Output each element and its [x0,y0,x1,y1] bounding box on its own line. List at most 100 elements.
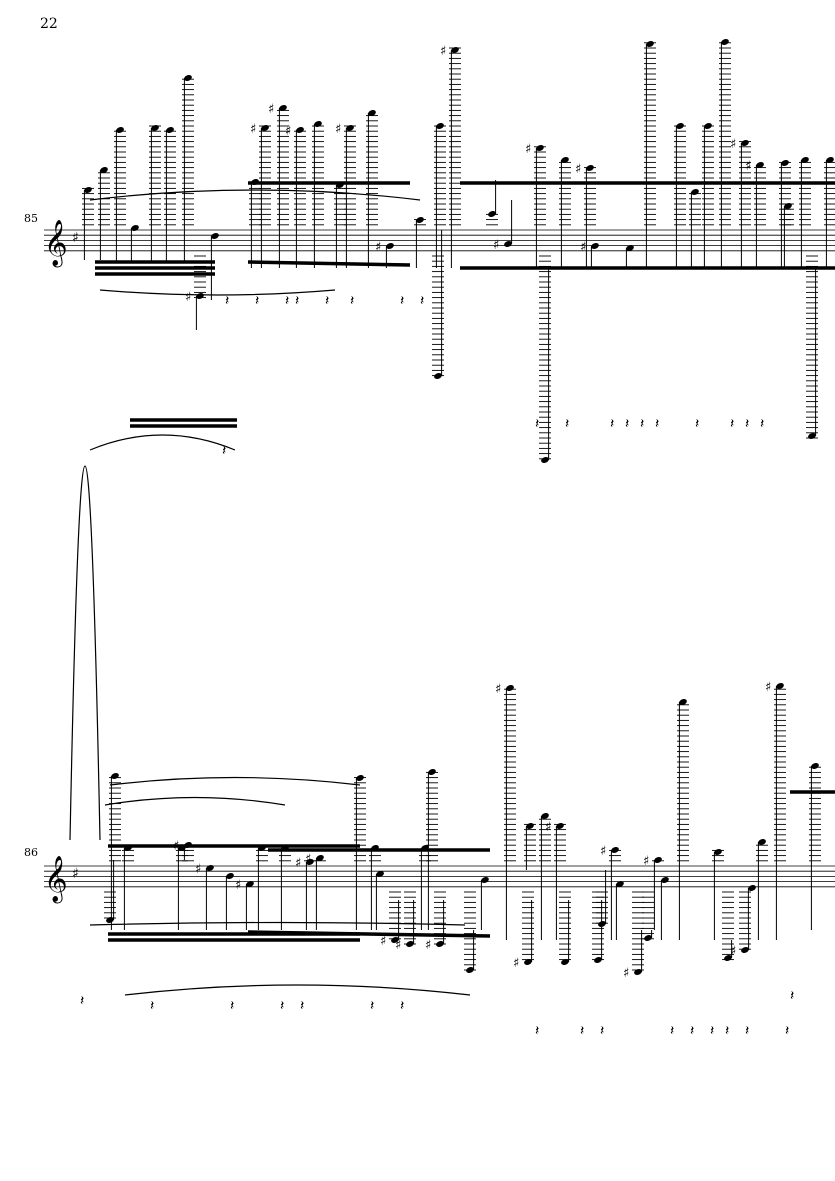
sharp-accidental-icon: ♯ [643,854,649,869]
note-head [356,775,364,781]
note-head [654,857,662,863]
note-head [451,47,459,53]
sharp-accidental-icon: ♯ [185,290,191,305]
page-number: 22 [40,16,58,32]
quarter-rest-icon: 𝄽 [690,1023,694,1039]
note-head [314,121,322,127]
quarter-rest-icon: 𝄽 [400,998,404,1014]
sharp-accidental-icon: ♯ [730,137,736,152]
quarter-rest-icon: 𝄽 [300,998,304,1014]
note-head [781,160,789,166]
slur [89,921,466,926]
note-head [758,839,766,845]
note-head [784,203,792,209]
note-head [524,959,532,965]
note-head [436,123,444,129]
sharp-accidental-icon: ♯ [425,938,431,953]
sharp-accidental-icon: ♯ [440,44,446,59]
note-head [481,877,489,883]
note-head [646,41,654,47]
quarter-rest-icon: 𝄽 [610,416,614,432]
note-head [586,165,594,171]
slur [89,189,421,201]
sharp-key-signature-icon: ♯ [72,230,79,246]
note-head [721,39,729,45]
note-head [594,957,602,963]
sharp-accidental-icon: ♯ [513,956,519,971]
quarter-rest-icon: 𝄽 [222,443,226,459]
note-head [116,127,124,133]
quarter-rest-icon: 𝄽 [325,293,329,309]
quarter-rest-icon: 𝄽 [80,993,84,1009]
note-head [434,373,442,379]
note-head [106,917,114,923]
note-head [561,157,569,163]
quarter-rest-icon: 𝄽 [745,416,749,432]
sharp-accidental-icon: ♯ [575,162,581,177]
quarter-rest-icon: 𝄽 [535,1023,539,1039]
note-head [676,123,684,129]
note-head [679,699,687,705]
sharp-accidental-icon: ♯ [525,142,531,157]
note-head [626,245,634,251]
sharp-accidental-icon: ♯ [335,122,341,137]
note-head [561,959,569,965]
sharp-accidental-icon: ♯ [730,944,736,959]
note-head [488,211,496,217]
note-head [368,110,376,116]
quarter-rest-icon: 𝄽 [295,293,299,309]
note-head [506,685,514,691]
sharp-accidental-icon: ♯ [285,124,291,139]
slur [69,465,101,841]
note-head [661,877,669,883]
quarter-rest-icon: 𝄽 [600,1023,604,1039]
note-head [748,885,756,891]
quarter-rest-icon: 𝄽 [710,1023,714,1039]
note-head [591,243,599,249]
measure-number-86: 86 [24,846,38,859]
note-head [556,823,564,829]
quarter-rest-icon: 𝄽 [695,416,699,432]
quarter-rest-icon: 𝄽 [350,293,354,309]
sharp-accidental-icon: ♯ [623,966,629,981]
measure-number-85: 85 [24,212,38,225]
sharp-accidental-icon: ♯ [395,938,401,953]
note-head [826,157,834,163]
quarter-rest-icon: 𝄽 [225,293,229,309]
note-head [466,967,474,973]
note-head [598,921,606,927]
quarter-rest-icon: 𝄽 [565,416,569,432]
treble-clef-icon: 𝄞 [44,856,68,904]
note-head [151,125,159,131]
sharp-accidental-icon: ♯ [235,878,241,893]
quarter-rest-icon: 𝄽 [420,293,424,309]
note-head [756,162,764,168]
slur [104,796,286,806]
slur [99,289,336,296]
note-head [279,105,287,111]
note-head [100,167,108,173]
note-head [166,127,174,133]
sharp-accidental-icon: ♯ [745,159,751,174]
quarter-rest-icon: 𝄽 [640,416,644,432]
treble-clef-icon: 𝄞 [44,220,68,268]
sharp-accidental-icon: ♯ [493,238,499,253]
note-head [704,123,712,129]
note-head [616,881,624,887]
note-head [211,233,219,239]
quarter-rest-icon: 𝄽 [285,293,289,309]
quarter-rest-icon: 𝄽 [760,416,764,432]
note-head [406,941,414,947]
sharp-accidental-icon: ♯ [600,844,606,859]
note-head [724,955,732,961]
sharp-accidental-icon: ♯ [495,682,501,697]
note-head [436,941,444,947]
quarter-rest-icon: 𝄽 [230,998,234,1014]
slur [89,434,236,451]
note-head [808,433,816,439]
note-head [246,881,254,887]
quarter-rest-icon: 𝄽 [400,293,404,309]
note-head [741,140,749,146]
note-head [644,935,652,941]
